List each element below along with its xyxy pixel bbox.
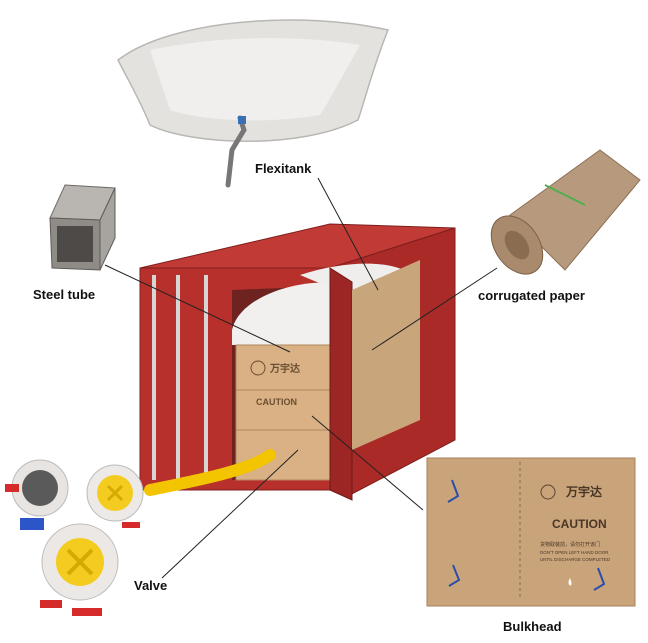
container-image: 万宇达 CAUTION xyxy=(139,223,456,501)
flexitank-image xyxy=(117,19,390,188)
leader-bulkhead xyxy=(311,415,424,511)
leader-valve xyxy=(161,449,299,579)
label-bulkhead: Bulkhead xyxy=(503,619,562,634)
label-corrugated-paper: corrugated paper xyxy=(478,288,585,303)
corrugated-paper-roll-image xyxy=(490,149,641,275)
valves-image xyxy=(5,459,144,616)
label-flexitank: Flexitank xyxy=(255,161,312,176)
leader-corrugated-paper xyxy=(371,267,498,351)
bulkhead-warning-cn: 货物取装前，请勿打开该门 xyxy=(540,541,600,548)
bulkhead-caution-text: CAUTION xyxy=(552,517,607,531)
bulkhead-panel-image: 万宇达 CAUTION 货物取装前，请勿打开该门 DON'T OPEN LEFT… xyxy=(426,457,636,607)
bulkhead-warning-en-1: DON'T OPEN LEFT HAND DOOR xyxy=(540,550,609,555)
label-valve: Valve xyxy=(134,578,168,593)
bulkhead-brand-text: 万宇达 xyxy=(565,484,602,499)
leader-flexitank xyxy=(317,177,379,291)
svg-text:CAUTION: CAUTION xyxy=(256,397,297,407)
label-steel-tube: Steel tube xyxy=(33,287,96,302)
steel-tube-image xyxy=(49,184,116,271)
leader-lines xyxy=(104,177,498,579)
bulkhead-warning-en-2: UNTIL DISCHARGE COMPLETED xyxy=(540,557,611,562)
leader-steel-tube xyxy=(104,264,291,353)
svg-text:万宇达: 万宇达 xyxy=(269,362,300,375)
